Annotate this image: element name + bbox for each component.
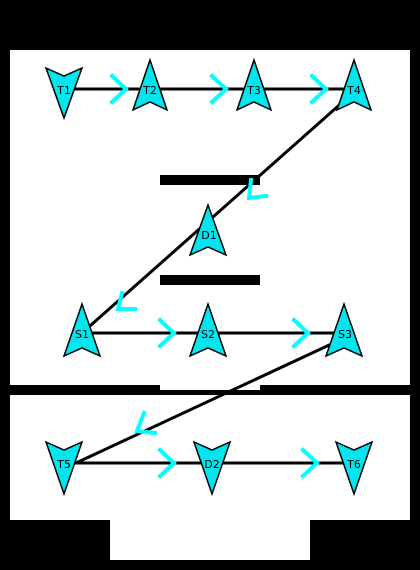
node-t1-label: T1 bbox=[56, 84, 71, 97]
wall-left bbox=[10, 385, 160, 395]
node-d2[interactable]: D2 bbox=[192, 440, 232, 497]
node-t6-shape bbox=[334, 440, 374, 497]
arrow-diag-1 bbox=[246, 177, 269, 201]
node-d2-label: D2 bbox=[204, 458, 219, 471]
node-s2[interactable]: S2 bbox=[188, 301, 228, 358]
arrow-right-3 bbox=[309, 73, 329, 105]
node-s1-label: S1 bbox=[75, 328, 89, 341]
link-t4-s1 bbox=[81, 98, 346, 335]
node-t1[interactable]: T1 bbox=[44, 66, 84, 121]
node-s3-label: S3 bbox=[338, 328, 352, 341]
arrow-diag-3 bbox=[134, 410, 158, 436]
wall-middle bbox=[160, 275, 260, 285]
node-t5-label: T5 bbox=[56, 458, 71, 471]
node-d2-shape bbox=[192, 440, 232, 497]
node-s2-shape bbox=[188, 301, 228, 358]
arrow-right-4 bbox=[157, 317, 177, 349]
node-t2[interactable]: T2 bbox=[131, 57, 169, 112]
walls bbox=[10, 175, 410, 395]
node-t3[interactable]: T3 bbox=[235, 57, 273, 112]
node-t6[interactable]: T6 bbox=[334, 440, 374, 497]
node-s3[interactable]: S3 bbox=[324, 301, 364, 358]
node-t5[interactable]: T5 bbox=[44, 440, 84, 497]
direction-arrows bbox=[109, 73, 329, 479]
node-d1-shape bbox=[188, 202, 228, 257]
node-t3-shape bbox=[235, 57, 273, 112]
wall-upper bbox=[160, 175, 260, 185]
node-t2-shape bbox=[131, 57, 169, 112]
arrow-right-2 bbox=[209, 73, 229, 105]
wall-right bbox=[260, 385, 410, 395]
arrow-diag-2 bbox=[115, 290, 137, 311]
node-d1[interactable]: D1 bbox=[188, 202, 228, 257]
arrow-right-6 bbox=[157, 447, 177, 479]
arrow-right-5 bbox=[291, 317, 311, 349]
node-t5-shape bbox=[44, 440, 84, 497]
node-d1-label: D1 bbox=[201, 229, 216, 242]
node-t2-label: T2 bbox=[142, 84, 157, 97]
node-t1-shape bbox=[44, 66, 84, 121]
node-s1-shape bbox=[62, 301, 102, 358]
node-s2-label: S2 bbox=[201, 328, 215, 341]
node-s1[interactable]: S1 bbox=[62, 301, 102, 358]
bottom-extension bbox=[110, 520, 310, 560]
node-s3-shape bbox=[324, 301, 364, 358]
node-t4-label: T4 bbox=[346, 84, 361, 97]
node-t3-label: T3 bbox=[246, 84, 261, 97]
arrow-right-7 bbox=[300, 447, 320, 479]
node-t6-label: T6 bbox=[346, 458, 361, 471]
node-t4[interactable]: T4 bbox=[335, 57, 373, 112]
node-t4-shape bbox=[335, 57, 373, 112]
nodes: T1 T2 T3 T4 D1 S1 S2 bbox=[44, 57, 374, 497]
links bbox=[63, 87, 354, 465]
link-s3-t5 bbox=[75, 338, 341, 465]
arrow-right-1 bbox=[109, 73, 129, 105]
